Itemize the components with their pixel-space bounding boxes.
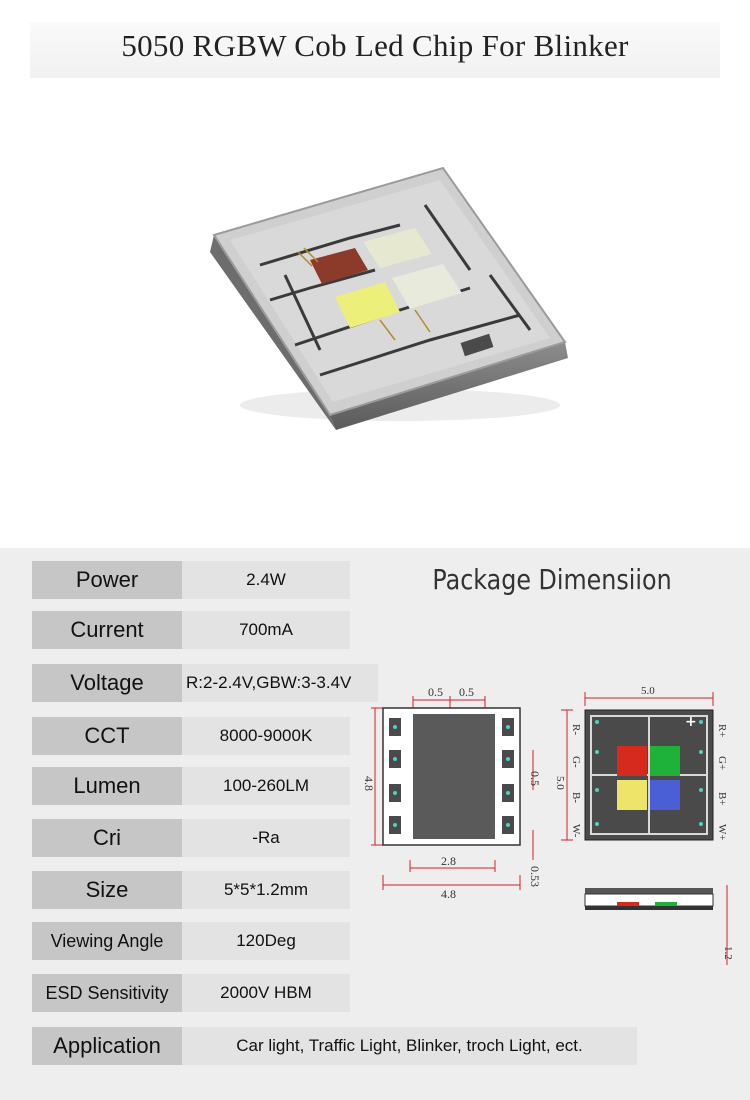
- pin-b-minus: B-: [570, 792, 582, 803]
- dim-pad-pitch: 0.5: [528, 771, 542, 786]
- side-view-body: [584, 893, 714, 907]
- pin-g-minus: G-: [570, 756, 582, 768]
- spec-value: 100-260LM: [182, 767, 350, 805]
- spec-label: Power: [32, 561, 182, 599]
- spec-label: Current: [32, 611, 182, 649]
- plus-mark: +: [685, 714, 697, 730]
- dim-thickness: 1.2: [722, 946, 734, 960]
- pin-g-plus: G+: [716, 756, 728, 770]
- spec-label: Viewing Angle: [32, 922, 182, 960]
- spec-value: 2000V HBM: [182, 974, 350, 1012]
- spec-value: 700mA: [182, 611, 350, 649]
- package-dimension-title: Package Dimensiion: [432, 563, 672, 596]
- pin-w-minus: W-: [570, 824, 582, 838]
- spec-value: 5*5*1.2mm: [182, 871, 350, 909]
- spec-label: Lumen: [32, 767, 182, 805]
- pin-r-plus: R+: [716, 724, 728, 738]
- spec-value: 120Deg: [182, 922, 350, 960]
- page-title: 5050 RGBW Cob Led Chip For Blinker: [121, 28, 629, 63]
- spec-value: R:2-2.4V,GBW:3-3.4V: [182, 664, 378, 702]
- dim-top-b: 0.5: [459, 685, 474, 699]
- pin-b-plus: B+: [716, 792, 728, 806]
- spec-label: Size: [32, 871, 182, 909]
- yellow-die: [617, 780, 647, 810]
- spec-label: ESD Sensitivity: [32, 974, 182, 1012]
- spec-value: 2.4W: [182, 561, 350, 599]
- title-band: [30, 22, 720, 78]
- led-chip-photo: [210, 166, 568, 430]
- spec-value: -Ra: [182, 819, 350, 857]
- spec-label: Application: [32, 1027, 182, 1065]
- dim-pad-width: 2.8: [441, 854, 456, 868]
- bottom-view: [371, 696, 534, 890]
- spec-value: 8000-9000K: [182, 717, 350, 755]
- dim-top-a: 0.5: [428, 685, 443, 699]
- blue-die: [650, 780, 680, 810]
- dim-width: 4.8: [441, 887, 456, 901]
- dim-pad-gap: 0.53: [528, 866, 542, 887]
- dim-chip-height: 5.0: [554, 776, 566, 790]
- pin-r-minus: R-: [570, 724, 582, 735]
- dim-height: 4.8: [362, 776, 376, 791]
- red-die: [617, 746, 647, 776]
- dim-chip-width: 5.0: [641, 685, 655, 697]
- pin-w-plus: W+: [716, 824, 728, 841]
- green-die: [650, 746, 680, 776]
- spec-label: Cri: [32, 819, 182, 857]
- package-dimension-drawing: 0.5 0.5 4.8 2.8 4.8 0.5 0.53 5.0 5.0 1.2…: [362, 685, 734, 965]
- spec-value: Car light, Traffic Light, Blinker, troch…: [182, 1027, 637, 1065]
- spec-label: CCT: [32, 717, 182, 755]
- spec-label: Voltage: [32, 664, 182, 702]
- side-view-top: [585, 888, 713, 894]
